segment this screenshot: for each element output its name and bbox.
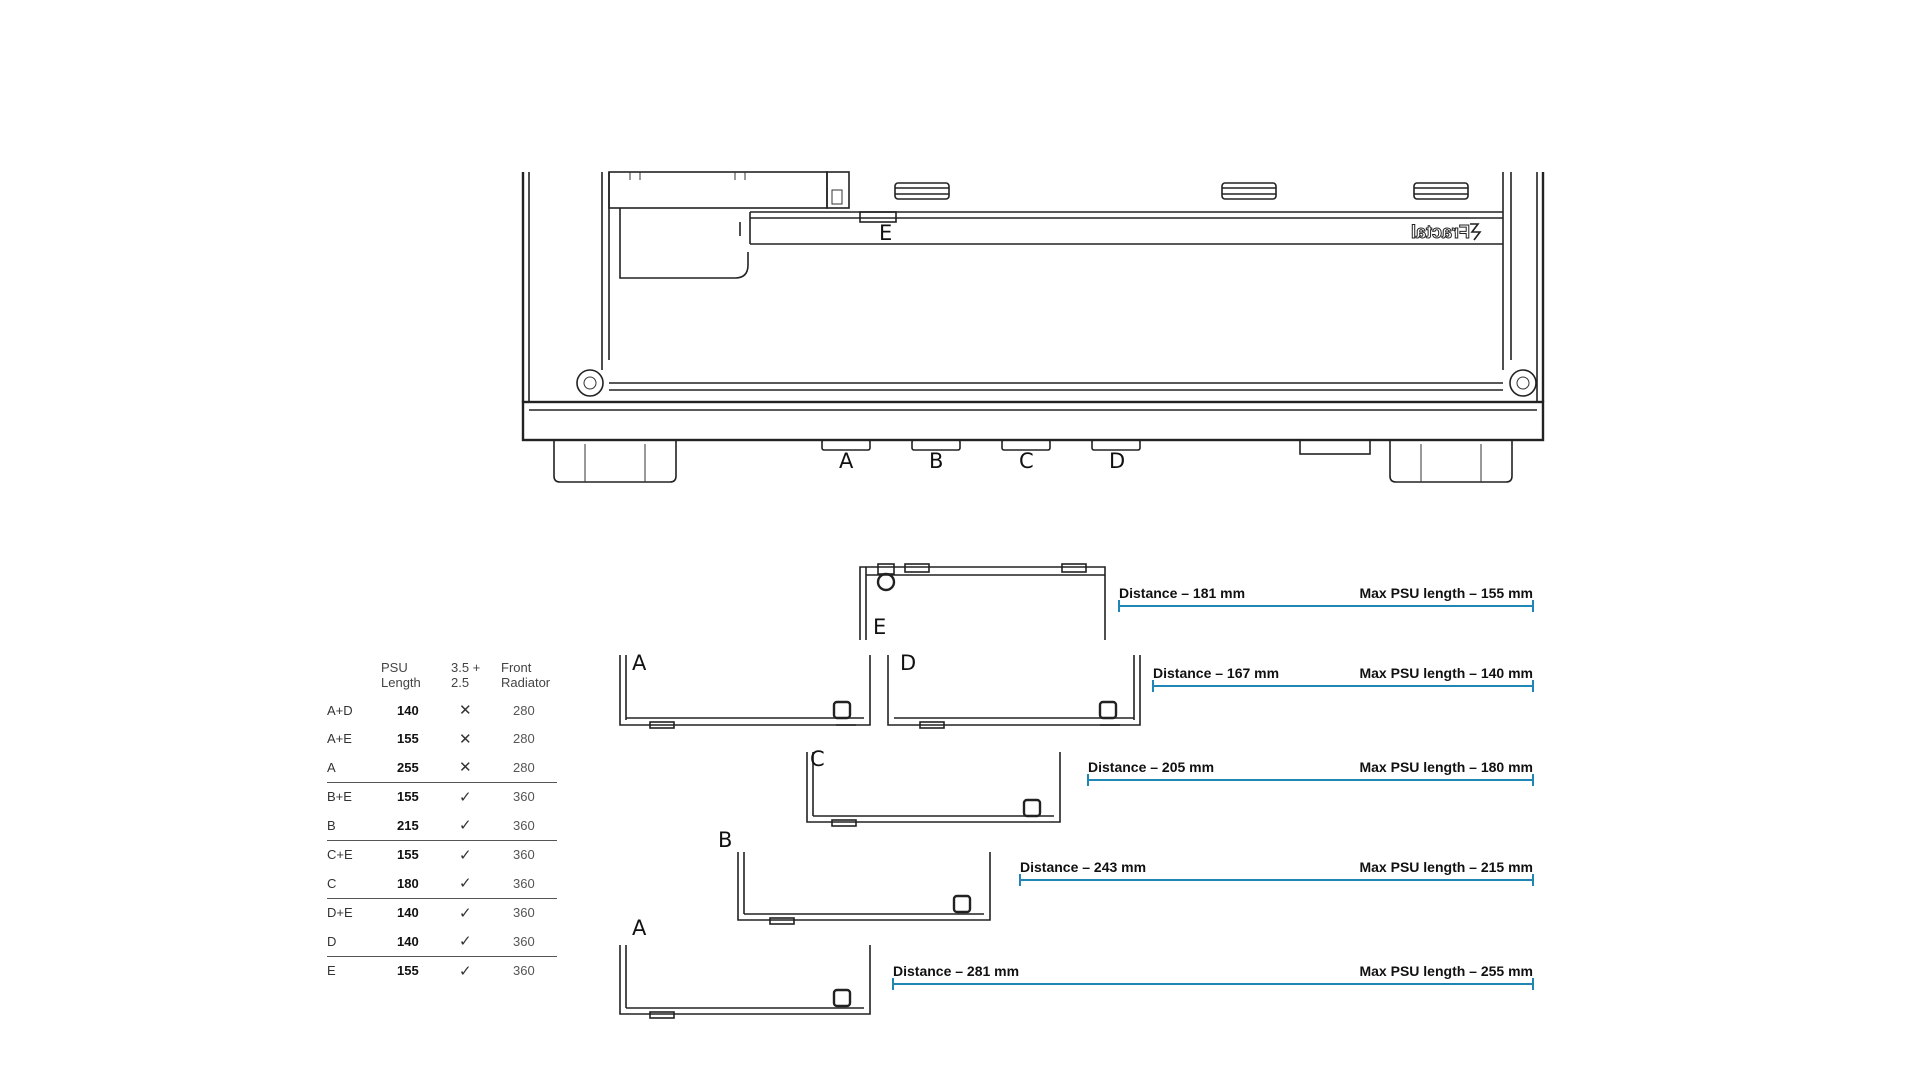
row-psu-length: 140	[397, 933, 419, 949]
row-psu-length: 140	[397, 905, 419, 921]
case-label-e: E	[879, 221, 892, 245]
distance-ad: Distance – 167 mm	[1153, 665, 1279, 681]
row-psu-length: 155	[397, 789, 419, 805]
dimension-b	[1019, 874, 1534, 886]
table-row: A+E 155 ✕ 280	[327, 725, 557, 754]
row-psu-length: 140	[397, 702, 419, 718]
bracket-a-lower	[619, 945, 871, 1019]
max-psu-c: Max PSU length – 180 mm	[1359, 759, 1533, 775]
bracket-e-label: E	[873, 615, 886, 639]
dimension-c	[1087, 774, 1534, 786]
row-position: C	[327, 875, 337, 891]
header-position	[327, 660, 381, 696]
dimension-ad	[1152, 680, 1534, 692]
row-radiator: 360	[513, 905, 535, 921]
bracket-c-label: C	[810, 747, 825, 771]
row-psu-length: 180	[397, 875, 419, 891]
row-radiator: 360	[513, 847, 535, 863]
row-position: A	[327, 759, 336, 775]
case-cross-section: Fractal	[521, 171, 1545, 483]
row-radiator: 360	[513, 963, 535, 979]
distance-b: Distance – 243 mm	[1020, 859, 1146, 875]
bracket-d-label: D	[900, 651, 916, 675]
row-radiator: 280	[513, 702, 535, 718]
row-psu-length: 155	[397, 847, 419, 863]
row-radiator: 360	[513, 789, 535, 805]
svg-text:Fractal: Fractal	[1411, 222, 1470, 242]
row-position: D	[327, 933, 337, 949]
max-psu-b: Max PSU length – 215 mm	[1359, 859, 1533, 875]
row-radiator: 360	[513, 817, 535, 833]
table-row: C 180 ✓ 360	[327, 869, 557, 898]
row-psu-length: 255	[397, 759, 419, 775]
header-psu-length: PSU Length	[381, 660, 421, 690]
row-position: A+D	[327, 702, 353, 718]
bracket-e	[859, 563, 1106, 640]
distance-c: Distance – 205 mm	[1088, 759, 1214, 775]
table-row: A 255 ✕ 280	[327, 753, 557, 782]
row-radiator: 360	[513, 875, 535, 891]
row-position: A+E	[327, 731, 352, 747]
max-psu-ad: Max PSU length – 140 mm	[1359, 665, 1533, 681]
case-label-a: A	[839, 449, 854, 473]
max-psu-a: Max PSU length – 255 mm	[1359, 963, 1533, 979]
case-label-c: C	[1019, 449, 1034, 473]
table-row: C+E 155 ✓ 360	[327, 839, 557, 870]
row-radiator: 280	[513, 731, 535, 747]
row-drive-support: ✓	[459, 846, 472, 864]
bracket-a-lower-label: A	[632, 916, 647, 940]
row-position: B	[327, 817, 336, 833]
bracket-d	[887, 655, 1141, 729]
row-position: E	[327, 963, 336, 979]
bracket-a-upper	[619, 655, 871, 729]
distance-e: Distance – 181 mm	[1119, 585, 1245, 601]
row-drive-support: ✓	[459, 875, 472, 893]
header-drives: 3.5 + 2.5	[451, 660, 481, 690]
bracket-a-upper-label: A	[632, 651, 647, 675]
max-psu-e: Max PSU length – 155 mm	[1359, 585, 1533, 601]
table-row: E 155 ✓ 360	[327, 955, 557, 986]
table-row: D 140 ✓ 360	[327, 927, 557, 956]
case-label-b: B	[929, 449, 943, 473]
row-psu-length: 155	[397, 731, 419, 747]
row-radiator: 280	[513, 759, 535, 775]
row-drive-support: ✕	[459, 702, 472, 720]
row-position: C+E	[327, 847, 353, 863]
table-row: B+E 155 ✓ 360	[327, 781, 557, 812]
row-position: D+E	[327, 905, 353, 921]
table-row: B 215 ✓ 360	[327, 811, 557, 840]
dimension-a	[892, 978, 1534, 990]
compatibility-table: PSU Length 3.5 + 2.5 Front Radiator A+D 1…	[327, 660, 557, 985]
brand-mark: Fractal	[1410, 222, 1482, 243]
row-drive-support: ✓	[459, 904, 472, 922]
bracket-b-label: B	[718, 828, 732, 852]
table-row: A+D 140 ✕ 280	[327, 696, 557, 725]
row-psu-length: 215	[397, 817, 419, 833]
dimension-e	[1118, 600, 1534, 612]
row-drive-support: ✓	[459, 962, 472, 980]
row-position: B+E	[327, 789, 352, 805]
row-drive-support: ✓	[459, 788, 472, 806]
row-psu-length: 155	[397, 963, 419, 979]
table-row: D+E 140 ✓ 360	[327, 897, 557, 928]
row-drive-support: ✓	[459, 817, 472, 835]
distance-a: Distance – 281 mm	[893, 963, 1019, 979]
row-radiator: 360	[513, 933, 535, 949]
bracket-c	[806, 752, 1061, 827]
row-drive-support: ✓	[459, 933, 472, 951]
table-header: PSU Length 3.5 + 2.5 Front Radiator	[327, 660, 557, 696]
bracket-b	[737, 852, 991, 925]
row-drive-support: ✕	[459, 759, 472, 777]
case-label-d: D	[1109, 449, 1125, 473]
row-drive-support: ✕	[459, 730, 472, 748]
header-front-radiator: Front Radiator	[501, 660, 551, 690]
